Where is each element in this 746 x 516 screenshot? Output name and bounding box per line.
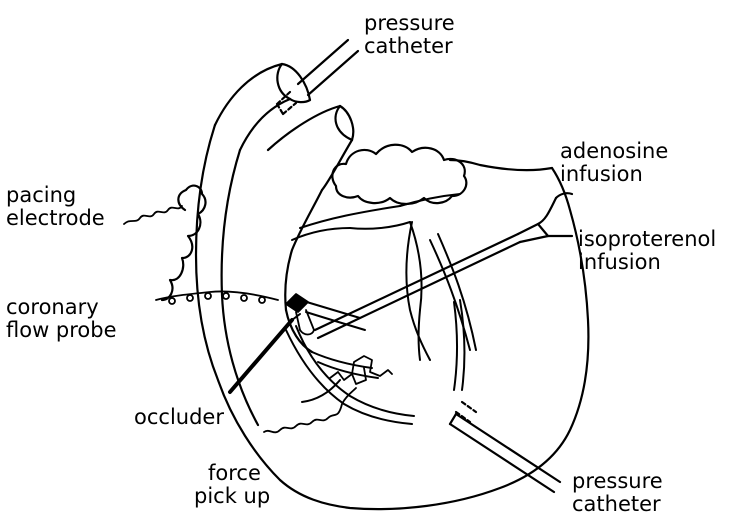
pacing-electrode-line1: pacing [6,184,105,207]
pressure-catheter-top-line1: pressure [364,12,455,35]
isoproterenol-infusion-line1: isoproterenol [578,228,716,251]
force-pick-up-line2: pick up [194,485,270,508]
occluder-text: occluder [134,406,224,429]
pacing-electrode-line2: electrode [6,207,105,230]
isoproterenol-infusion-line2: infusion [578,251,716,274]
pacing-electrode-label: pacing electrode [6,184,105,230]
pacing-electrode-wire [124,206,182,224]
pressure-catheter-top-label: pressure catheter [364,12,455,58]
coronary-flow-probe [156,291,314,334]
pressure-catheter-bottom [450,402,560,492]
occluder-wire [230,314,300,392]
coronary-flow-probe-line2: flow probe [6,319,117,342]
occluder-label: occluder [134,406,224,429]
adenosine-infusion-label: adenosine infusion [560,140,668,186]
pressure-catheter-bottom-label: pressure catheter [572,470,663,516]
coronary-flow-probe-line1: coronary [6,296,117,319]
pressure-catheter-bottom-line2: catheter [572,493,663,516]
pressure-catheter-top [277,40,358,114]
pressure-catheter-bottom-line1: pressure [572,470,663,493]
adenosine-infusion-line2: infusion [560,163,668,186]
isoproterenol-infusion-label: isoproterenol infusion [578,228,716,274]
adenosine-infusion-line1: adenosine [560,140,668,163]
heart-outline [196,125,588,509]
force-pick-up-line1: force [194,462,270,485]
pressure-catheter-top-line2: catheter [364,35,455,58]
coronary-flow-probe-label: coronary flow probe [6,296,117,342]
force-pick-up-label: force pick up [194,462,270,508]
